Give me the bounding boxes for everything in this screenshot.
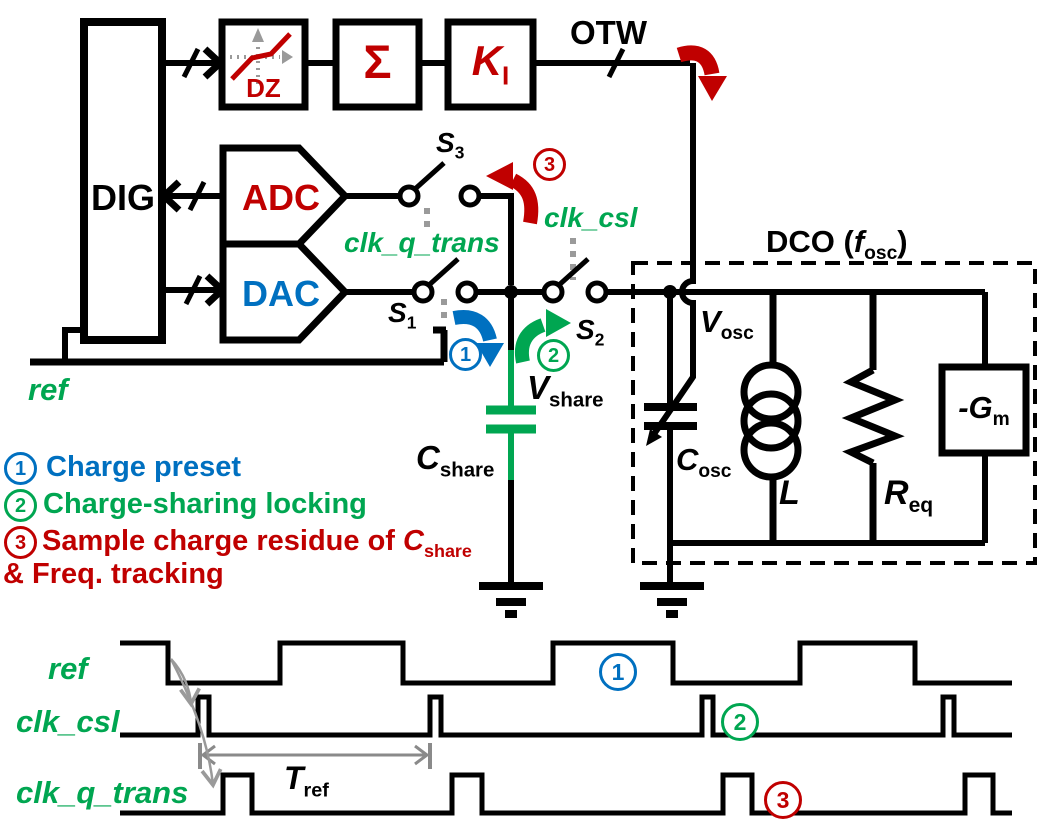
otw-label: OTW — [570, 14, 647, 51]
switch-s2 — [585, 280, 609, 304]
phase1-marker: 1 — [449, 338, 482, 371]
deadzone-curve-icon — [230, 28, 293, 84]
ref-waveform — [120, 640, 1012, 686]
switch-s3 — [397, 184, 421, 208]
legend2-marker: 2 — [4, 489, 37, 522]
phase2-marker: 2 — [537, 339, 570, 372]
varactor-c-osc — [644, 292, 697, 584]
legend1-text: Charge preset — [46, 451, 242, 483]
otw-arrow — [676, 45, 727, 101]
ground-symbol — [640, 582, 704, 618]
t-ref-label: Tref — [284, 760, 329, 802]
sigma-block — [332, 18, 423, 111]
s2-label: S2 — [576, 314, 605, 350]
timing-clk-q-trans-label: clk_q_trans — [16, 775, 189, 810]
wire-arrowheads — [158, 46, 228, 307]
dig-label: DIG — [90, 177, 155, 218]
dz-label: DZ — [246, 73, 281, 103]
r-eq-label: Req — [884, 474, 934, 517]
switch-s1 — [455, 280, 479, 304]
switch-s2 — [541, 280, 565, 304]
v-osc-label: Vosc — [700, 304, 754, 345]
adc-block — [219, 144, 350, 248]
dig-block — [80, 18, 166, 344]
c-share-label: Cshare — [416, 439, 495, 482]
gm-label: -Gm — [958, 390, 1010, 431]
inductor-label: L — [779, 474, 800, 512]
phase1-arrow — [452, 310, 504, 367]
varactor-arrowhead — [646, 429, 662, 446]
ref-label: ref — [28, 372, 68, 407]
s1-label: S1 — [388, 297, 417, 333]
legend3-text-line2: & Freq. tracking — [3, 558, 224, 590]
timing-phase2-marker: 2 — [721, 703, 759, 741]
dco-dashed-box — [631, 261, 1037, 565]
clk-q-trans-waveform — [120, 772, 1012, 816]
dac-label: DAC — [242, 273, 320, 314]
clk-csl-label: clk_csl — [544, 202, 638, 233]
switch-s3 — [458, 184, 482, 208]
phase3-marker: 3 — [533, 148, 566, 181]
legend2-text: Charge-sharing locking — [43, 488, 367, 520]
t-ref-dimension-arrow — [198, 743, 432, 769]
clk-q-trans-label: clk_q_trans — [344, 227, 500, 258]
timing-phase3-marker: 3 — [764, 781, 802, 819]
timing-clk-csl-label: clk_csl — [16, 704, 120, 739]
legend3-text: Sample charge residue of Cshare — [42, 525, 472, 561]
dac-block — [219, 240, 350, 344]
adc-label: ADC — [242, 177, 320, 218]
switch-levers — [413, 161, 590, 287]
legend1-marker: 1 — [4, 452, 37, 485]
inductor-l — [740, 292, 802, 543]
sigma-label: Σ — [363, 35, 392, 88]
ground-symbol — [479, 582, 543, 618]
phase2-arrow — [515, 309, 571, 364]
timing-phase1-marker: 1 — [599, 653, 637, 691]
edge-reference-arrows — [169, 658, 223, 789]
timing-ref-label: ref — [48, 651, 88, 686]
legend3-marker: 3 — [4, 526, 37, 559]
s3-label: S3 — [436, 127, 465, 163]
bus-slash-marks — [181, 47, 626, 306]
switch-control-links — [424, 208, 576, 325]
ki-label: KI — [471, 37, 510, 91]
ref-wire — [30, 326, 448, 366]
gm-block — [938, 363, 1030, 457]
switch-terminals — [397, 184, 609, 304]
dco-title: DCO (fosc) — [766, 224, 908, 265]
otw-wire — [646, 63, 696, 446]
resistor-r-eq — [841, 292, 905, 543]
clk-csl-waveform — [120, 694, 1012, 738]
c-osc-label: Cosc — [676, 442, 732, 483]
waveforms — [120, 640, 1012, 816]
phase3-arrow — [486, 162, 539, 225]
ki-block — [444, 18, 537, 111]
v-share-label: Vshare — [527, 369, 604, 412]
c-share-capacitor — [486, 292, 536, 584]
switch-s1 — [411, 280, 435, 304]
